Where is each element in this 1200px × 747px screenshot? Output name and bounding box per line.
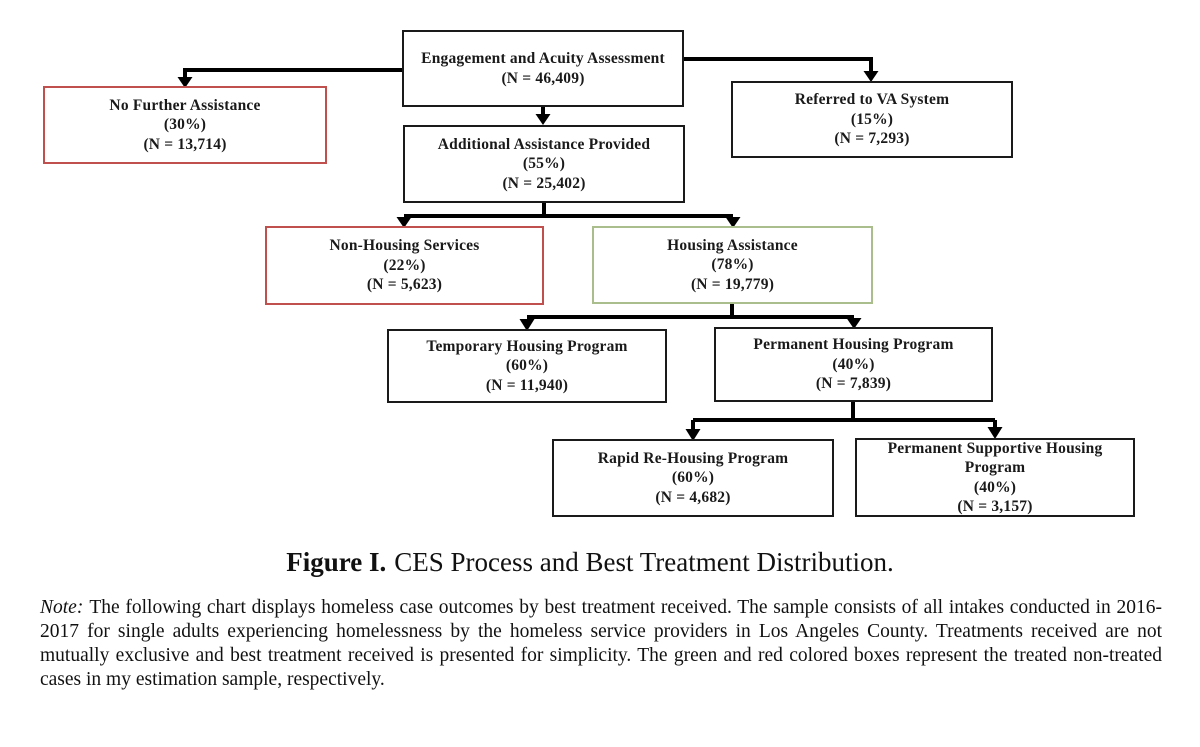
node-title: Non-Housing Services bbox=[329, 237, 480, 255]
node-title: Referred to VA System bbox=[794, 91, 950, 109]
figure-note: Note:The following chart displays homele… bbox=[40, 596, 1162, 692]
node-pct: (40%) bbox=[973, 478, 1017, 496]
node-pct: (55%) bbox=[522, 155, 566, 173]
figure-caption-title: CES Process and Best Treatment Distribut… bbox=[394, 547, 894, 577]
node-title: Housing Assistance bbox=[667, 236, 798, 254]
node-n: (N = 5,623) bbox=[366, 276, 443, 294]
node-pct: (60%) bbox=[671, 469, 715, 487]
node-temporary-housing-program: Temporary Housing Program (60%) (N = 11,… bbox=[387, 329, 667, 403]
node-title: Permanent Housing Program bbox=[753, 336, 954, 354]
node-title: Engagement and Acuity Assessment bbox=[421, 50, 665, 67]
node-non-housing-services: Non-Housing Services (22%) (N = 5,623) bbox=[265, 226, 544, 305]
node-rapid-rehousing-program: Rapid Re-Housing Program (60%) (N = 4,68… bbox=[552, 439, 834, 517]
figure-note-text: The following chart displays homeless ca… bbox=[40, 597, 1162, 690]
node-n: (N = 11,940) bbox=[485, 376, 569, 394]
node-n: (N = 7,839) bbox=[815, 375, 892, 393]
connector-engagement-nofurther bbox=[183, 68, 403, 78]
node-pct: (78%) bbox=[711, 256, 754, 274]
node-pct: (15%) bbox=[850, 110, 894, 128]
node-n: (N = 13,714) bbox=[143, 135, 227, 153]
node-referred-va-system: Referred to VA System (15%) (N = 7,293) bbox=[731, 81, 1013, 158]
node-title: Permanent Supportive Housing Program bbox=[887, 439, 1103, 477]
node-permanent-housing-program: Permanent Housing Program (40%) (N = 7,8… bbox=[714, 327, 993, 402]
connector-engagement-va bbox=[683, 57, 873, 72]
figure-caption-label: Figure I. bbox=[286, 547, 387, 577]
node-n: (N = 25,402) bbox=[502, 174, 586, 192]
node-n: (N = 4,682) bbox=[655, 488, 731, 506]
node-n: (N = 19,779) bbox=[690, 275, 775, 293]
node-pct: (40%) bbox=[832, 355, 875, 373]
node-pct: (30%) bbox=[163, 116, 207, 134]
node-engagement-assessment: Engagement and Acuity Assessment (N = 46… bbox=[402, 30, 684, 107]
node-n: (N = 7,293) bbox=[834, 130, 910, 148]
arrowhead-additional bbox=[535, 114, 551, 125]
node-title: Rapid Re-Housing Program bbox=[597, 449, 789, 467]
node-permanent-supportive-housing: Permanent Supportive Housing Program (40… bbox=[855, 438, 1135, 517]
node-pct: (60%) bbox=[505, 357, 549, 375]
node-title: Temporary Housing Program bbox=[426, 337, 628, 355]
node-housing-assistance: Housing Assistance (78%) (N = 19,779) bbox=[592, 226, 873, 304]
node-n: (N = 3,157) bbox=[957, 498, 1033, 515]
figure-note-label: Note: bbox=[40, 597, 84, 618]
node-title: Additional Assistance Provided bbox=[437, 135, 651, 153]
node-pct: (22%) bbox=[383, 256, 426, 274]
figure-caption: Figure I.CES Process and Best Treatment … bbox=[0, 547, 1180, 578]
node-no-further-assistance: No Further Assistance (30%) (N = 13,714) bbox=[43, 86, 327, 164]
node-additional-assistance: Additional Assistance Provided (55%) (N … bbox=[403, 125, 685, 203]
node-n: (N = 46,409) bbox=[501, 69, 585, 87]
node-title: No Further Assistance bbox=[109, 96, 261, 114]
